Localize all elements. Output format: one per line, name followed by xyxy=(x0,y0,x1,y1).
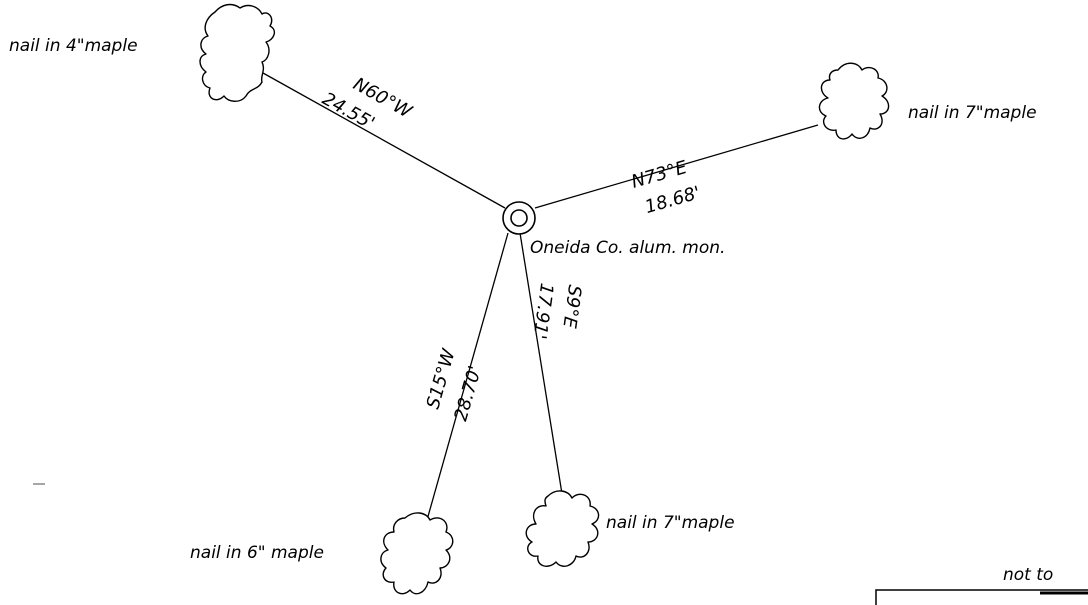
scale-box xyxy=(875,589,1088,605)
distance-se: 17.91' xyxy=(528,282,557,341)
maple-tree-sw-icon xyxy=(380,512,454,595)
maple-tree-ne-icon xyxy=(818,62,890,140)
maple-tree-se-icon xyxy=(525,490,600,567)
bearing-se: S9°E xyxy=(558,284,585,330)
maple-tree-nw-icon xyxy=(199,3,276,102)
tie-line-sw xyxy=(426,232,509,521)
tree-label-ne: nail in 7"maple xyxy=(908,103,1037,123)
tie-line-se xyxy=(519,232,564,501)
tie-line-nw xyxy=(262,72,506,209)
distance-sw: 28.70' xyxy=(450,363,486,423)
scale-note: not to xyxy=(1003,565,1053,585)
tie-line-ne xyxy=(534,124,819,209)
monument-label: Oneida Co. alum. mon. xyxy=(530,238,725,258)
tree-label-sw: nail in 6" maple xyxy=(190,543,324,563)
tree-label-se: nail in 7"maple xyxy=(606,513,735,533)
monument-inner-ring-icon xyxy=(510,209,528,227)
tree-label-nw: nail in 4"maple xyxy=(9,36,138,56)
